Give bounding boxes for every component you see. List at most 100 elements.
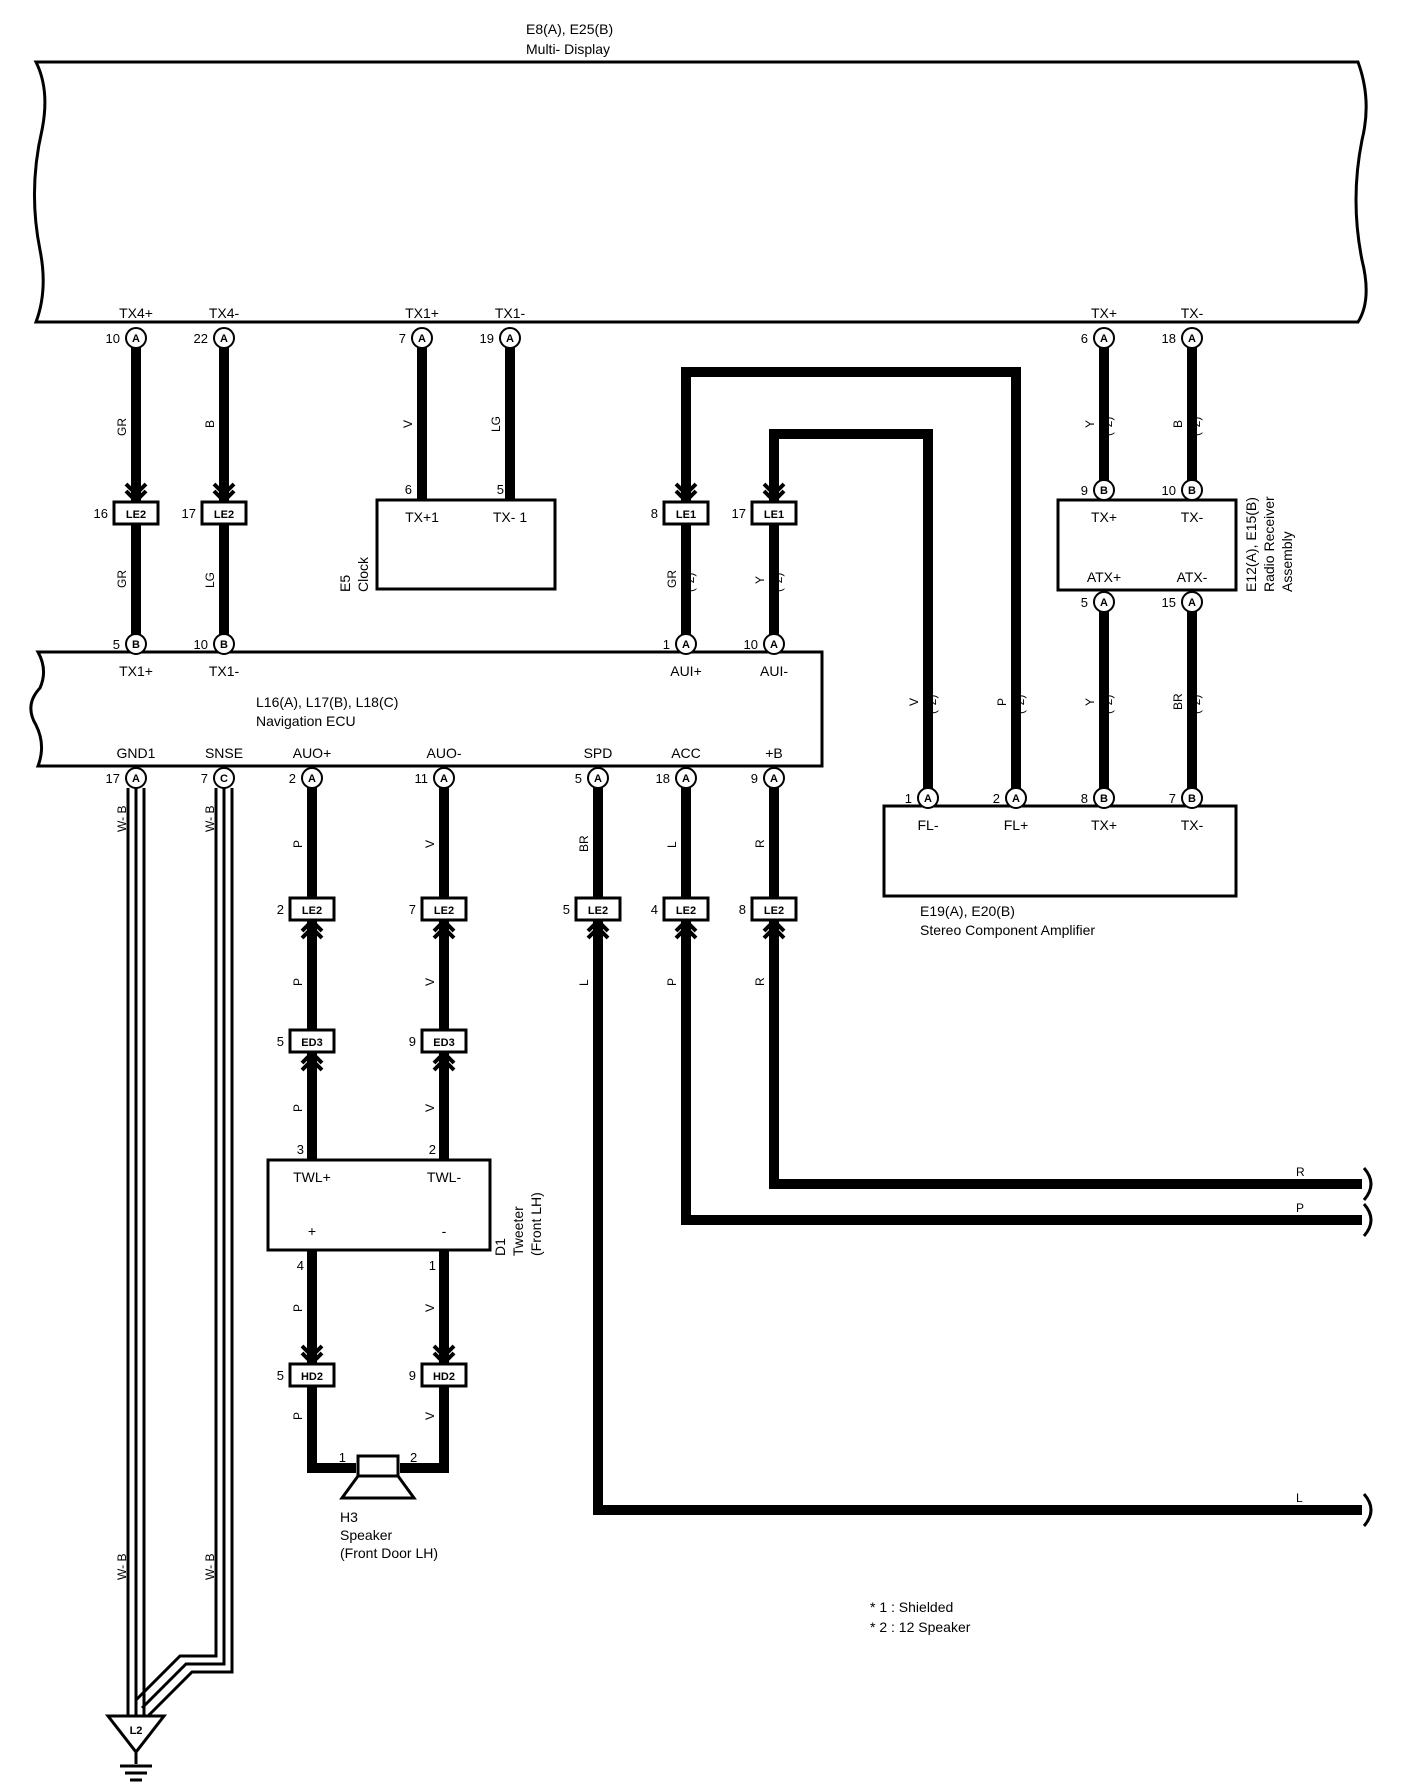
svg-text:9: 9 (751, 771, 758, 786)
svg-text:6: 6 (1081, 331, 1088, 346)
svg-text:(*2): (*2) (1189, 417, 1203, 436)
svg-text:Y: Y (1083, 420, 1097, 428)
connector-le2-4 (662, 896, 710, 922)
tweeter-component (266, 1158, 492, 1252)
svg-text:R: R (1296, 1165, 1305, 1179)
svg-text:TX4-: TX4- (209, 305, 240, 321)
svg-text:22: 22 (194, 331, 208, 346)
connector-ed3-5 (288, 1028, 336, 1054)
svg-text:LG: LG (489, 416, 503, 432)
svg-text:AUO-: AUO- (427, 745, 462, 761)
svg-text:ATX-: ATX- (1177, 569, 1208, 585)
svg-text:A: A (1100, 333, 1108, 345)
pin-numbers: 10 22 7 19 6 18 6 5 9 10 5 15 16 17 8 17… (94, 331, 1176, 1465)
svg-text:(*2): (*2) (1101, 695, 1115, 714)
svg-text:TX4+: TX4+ (119, 305, 153, 321)
svg-text:TX-: TX- (1181, 305, 1204, 321)
svg-text:B: B (1188, 485, 1196, 497)
wire-ends (1362, 1167, 1373, 1527)
svg-text:A: A (308, 773, 316, 785)
connector-le2-5 (574, 896, 622, 922)
svg-text:P: P (291, 1104, 305, 1112)
svg-text:16: 16 (94, 506, 108, 521)
wire-color-labels: GR B V LG Y (*2) B (*2) GR LG GR (*2) Y … (115, 416, 1305, 1580)
nav-ecu-component (29, 650, 824, 768)
svg-text:17: 17 (182, 506, 196, 521)
svg-text:LE2: LE2 (676, 905, 696, 917)
multi-display-name: Multi- Display (526, 41, 610, 57)
svg-text:A: A (220, 333, 228, 345)
speaker-code: H3 (340, 1509, 358, 1525)
svg-text:B: B (132, 639, 140, 651)
svg-text:LE2: LE2 (302, 905, 322, 917)
svg-text:1: 1 (429, 1258, 436, 1273)
svg-text:17: 17 (732, 506, 746, 521)
svg-text:4: 4 (297, 1258, 304, 1273)
ground-code: L2 (130, 1725, 143, 1737)
note-12-speaker: * 2 : 12 Speaker (870, 1619, 971, 1635)
radio-receiver-component (1056, 498, 1238, 592)
svg-text:9: 9 (1081, 483, 1088, 498)
svg-text:V: V (423, 1412, 437, 1420)
svg-text:A: A (770, 639, 778, 651)
clock-name: Clock (355, 556, 371, 592)
svg-text:SNSE: SNSE (205, 745, 243, 761)
svg-text:TX1+: TX1+ (119, 663, 153, 679)
multi-display-code: E8(A), E25(B) (526, 21, 613, 37)
connector-le2-17 (200, 500, 248, 526)
connector-ed3-9 (420, 1028, 468, 1054)
svg-text:7: 7 (409, 902, 416, 917)
svg-text:L: L (665, 841, 679, 848)
svg-text:7: 7 (399, 331, 406, 346)
ground-icon (104, 1714, 168, 1782)
svg-text:TX1-: TX1- (495, 305, 526, 321)
svg-text:TX- 1: TX- 1 (493, 509, 527, 525)
svg-text:18: 18 (656, 771, 670, 786)
svg-text:+B: +B (765, 745, 783, 761)
svg-text:A: A (770, 773, 778, 785)
amp-code: E19(A), E20(B) (920, 903, 1015, 919)
svg-text:TWL+: TWL+ (293, 1169, 331, 1185)
svg-text:5: 5 (113, 637, 120, 652)
tweeter-code: D1 (492, 1238, 508, 1256)
connector-hd2-9 (420, 1362, 468, 1388)
svg-text:9: 9 (409, 1034, 416, 1049)
speaker-name: Speaker (340, 1527, 392, 1543)
svg-text:9: 9 (409, 1368, 416, 1383)
svg-text:A: A (1012, 793, 1020, 805)
tweeter-name: Tweeter (510, 1206, 526, 1256)
nav-ecu-name: Navigation ECU (256, 713, 356, 729)
svg-text:4: 4 (651, 902, 658, 917)
svg-text:11: 11 (415, 771, 429, 786)
inline-connectors: LE2 LE2 LE1 LE1 LE2 LE2 LE2 LE2 LE2 ED3 … (112, 500, 798, 1388)
svg-text:TX-: TX- (1181, 817, 1204, 833)
svg-text:HD2: HD2 (301, 1371, 323, 1383)
svg-text:V: V (401, 420, 415, 428)
svg-text:P: P (291, 1412, 305, 1420)
svg-text:7: 7 (201, 771, 208, 786)
svg-text:W- B: W- B (203, 1554, 217, 1580)
svg-text:TX1+: TX1+ (405, 305, 439, 321)
svg-text:ED3: ED3 (301, 1037, 322, 1049)
svg-text:P: P (291, 1304, 305, 1312)
svg-text:R: R (753, 977, 767, 986)
multi-display-component (33, 60, 1368, 324)
svg-text:5: 5 (575, 771, 582, 786)
svg-text:1: 1 (905, 791, 912, 806)
svg-text:B: B (1171, 420, 1185, 428)
svg-text:TX-: TX- (1181, 509, 1204, 525)
svg-text:(*2): (*2) (925, 695, 939, 714)
connector-letters: A A A A A A B B A A B B A A A C A A A A … (132, 333, 1196, 805)
svg-text:5: 5 (563, 902, 570, 917)
svg-text:A: A (594, 773, 602, 785)
svg-text:V: V (423, 840, 437, 848)
svg-text:6: 6 (405, 482, 412, 497)
svg-text:2: 2 (277, 902, 284, 917)
svg-text:GR: GR (115, 570, 129, 588)
svg-text:(*2): (*2) (1189, 695, 1203, 714)
svg-text:(*2): (*2) (1101, 417, 1115, 436)
svg-text:1: 1 (663, 637, 670, 652)
svg-text:ED3: ED3 (433, 1037, 454, 1049)
svg-text:GR: GR (665, 570, 679, 588)
